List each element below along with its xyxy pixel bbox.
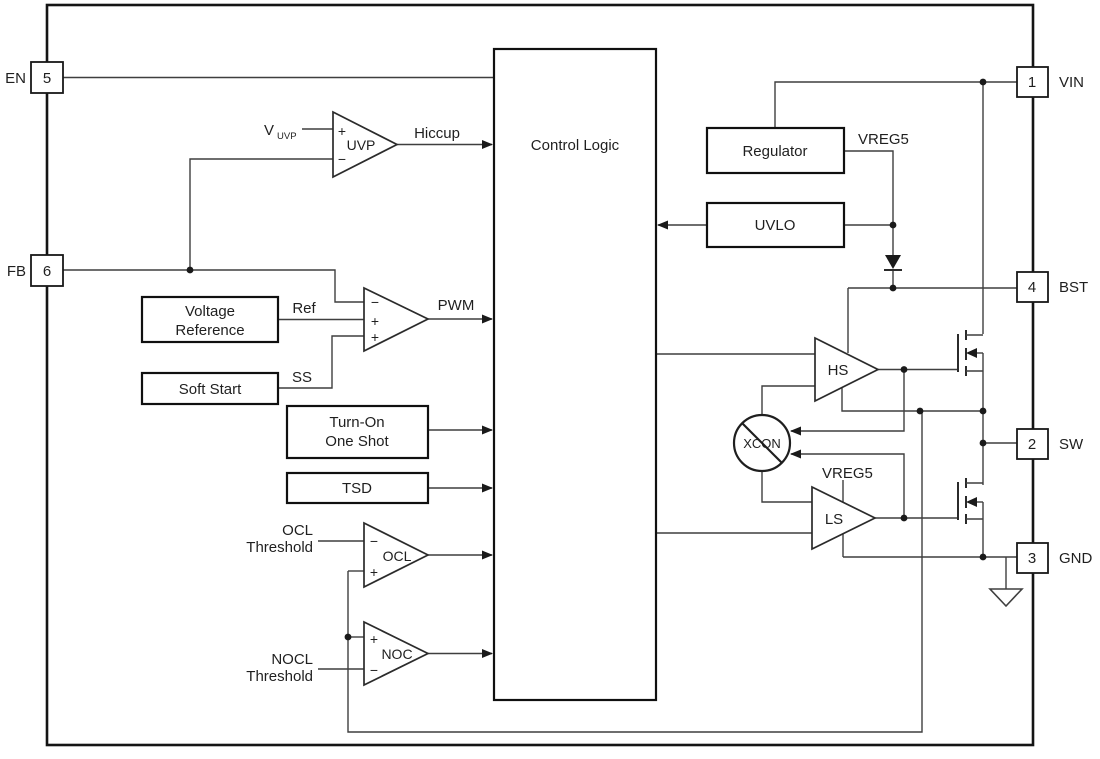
- pin-vin-number: 1: [1028, 74, 1036, 91]
- hiccup-label: Hiccup: [414, 125, 460, 142]
- signal-labels: V UVP Hiccup Ref SS PWM VREG5 VREG5 OCL …: [246, 122, 909, 685]
- pwm-label: PWM: [438, 297, 475, 314]
- uvp-plus-sign: +: [338, 123, 346, 139]
- pin-gnd-number: 3: [1028, 550, 1036, 567]
- ocl-comparator: − + OCL: [363, 521, 430, 589]
- uvlo-label: UVLO: [755, 217, 796, 234]
- pwm-plus-sign-2: +: [371, 329, 379, 345]
- ocl-threshold-label-line2: Threshold: [246, 539, 313, 556]
- ocl-plus-sign: +: [370, 564, 378, 580]
- uvlo-box: [705, 201, 846, 249]
- pwm-minus-sign: −: [371, 294, 379, 310]
- noc-plus-sign: +: [370, 631, 378, 647]
- hs-driver-label: HS: [828, 362, 849, 379]
- pin-sw-label: SW: [1059, 436, 1084, 453]
- pwm-plus-sign-1: +: [371, 313, 379, 329]
- pin-vin: 1 VIN: [1016, 66, 1084, 98]
- control-logic-box: [492, 47, 658, 702]
- low-side-mosfet: [957, 478, 983, 524]
- pin-gnd-label: GND: [1059, 550, 1093, 567]
- ref-label: Ref: [292, 300, 316, 317]
- pwm-comparator: − + +: [363, 286, 430, 353]
- tsd-label: TSD: [342, 480, 372, 497]
- pin-sw-number: 2: [1028, 436, 1036, 453]
- pin-fb-label: FB: [7, 263, 26, 280]
- junction-dots: [186, 78, 987, 641]
- pin-fb: 6 FB: [7, 254, 64, 287]
- uvp-label: UVP: [347, 137, 376, 153]
- pin-bst-label: BST: [1059, 279, 1088, 296]
- voltage-reference-label-line2: Reference: [175, 322, 244, 339]
- voltage-reference-box: [140, 295, 280, 344]
- uvp-minus-sign: −: [338, 151, 346, 167]
- xcon-to-ls-wire: [761, 471, 812, 503]
- turn-on-one-shot-box: [285, 404, 430, 460]
- ground-symbol-icon: [988, 588, 1024, 608]
- ls-fet-body-arrow-icon: [966, 497, 977, 507]
- turn-on-label-line2: One Shot: [325, 433, 389, 450]
- current-sense-loop-wire: [347, 411, 923, 733]
- xcon-label: XCON: [743, 436, 781, 451]
- nocl-threshold-label-line1: NOCL: [271, 651, 313, 668]
- pin-bst-number: 4: [1028, 279, 1036, 296]
- vreg5-ls-label: VREG5: [822, 465, 873, 482]
- ocl-minus-sign: −: [370, 533, 378, 549]
- xcon-sense-ls-wire: [790, 449, 905, 518]
- high-side-mosfet: [957, 330, 983, 376]
- noc-label: NOC: [381, 646, 412, 662]
- regulator-box: [705, 126, 846, 175]
- noc-minus-sign: −: [370, 662, 378, 678]
- ic-boundary: [45, 3, 1035, 747]
- vuvp-label-base: V: [264, 122, 274, 139]
- turn-on-label-line1: Turn-On: [329, 414, 384, 431]
- xcon-block: XCON: [732, 413, 792, 473]
- regulator-vin-wire: [774, 81, 1017, 128]
- ss-wire: [278, 335, 364, 389]
- control-logic-label: Control Logic: [531, 137, 620, 154]
- soft-start-box: [140, 371, 280, 406]
- pin-en-label: EN: [5, 70, 26, 87]
- nocl-threshold-label-line2: Threshold: [246, 668, 313, 685]
- tsd-box: [285, 471, 430, 505]
- ls-driver-label: LS: [825, 511, 843, 528]
- fb-to-pwm-wire: [63, 269, 364, 303]
- pin-en: 5 EN: [5, 61, 64, 94]
- uvp-comparator: + − UVP: [332, 110, 399, 179]
- ss-label: SS: [292, 369, 312, 386]
- hs-driver: HS: [814, 336, 880, 403]
- pin-en-number: 5: [43, 70, 51, 87]
- wires: [63, 76, 1017, 733]
- vuvp-label-subscript: UVP: [277, 131, 297, 142]
- pin-gnd: 3 GND: [1016, 542, 1093, 574]
- pin-vin-label: VIN: [1059, 74, 1084, 91]
- xcon-to-hs-wire: [761, 385, 815, 415]
- hs-fet-body-arrow-icon: [966, 348, 977, 358]
- pin-bst: 4 BST: [1016, 271, 1088, 303]
- regulator-label: Regulator: [742, 143, 807, 160]
- noc-comparator: + − NOC: [363, 620, 430, 687]
- pin-sw: 2 SW: [1016, 428, 1084, 460]
- voltage-reference-label-line1: Voltage: [185, 303, 235, 320]
- hs-return-wire: [841, 388, 983, 412]
- vreg5-wire: [844, 150, 894, 255]
- vreg5-regulator-label: VREG5: [858, 131, 909, 148]
- soft-start-label: Soft Start: [179, 381, 242, 398]
- xcon-sense-hs-wire: [790, 369, 905, 436]
- fb-to-uvp-wire: [189, 158, 333, 270]
- bootstrap-diode-icon: [884, 255, 902, 271]
- ocl-threshold-label-line1: OCL: [282, 522, 313, 539]
- ocl-label: OCL: [383, 548, 412, 564]
- ls-driver: LS: [811, 485, 877, 551]
- pin-fb-number: 6: [43, 263, 51, 280]
